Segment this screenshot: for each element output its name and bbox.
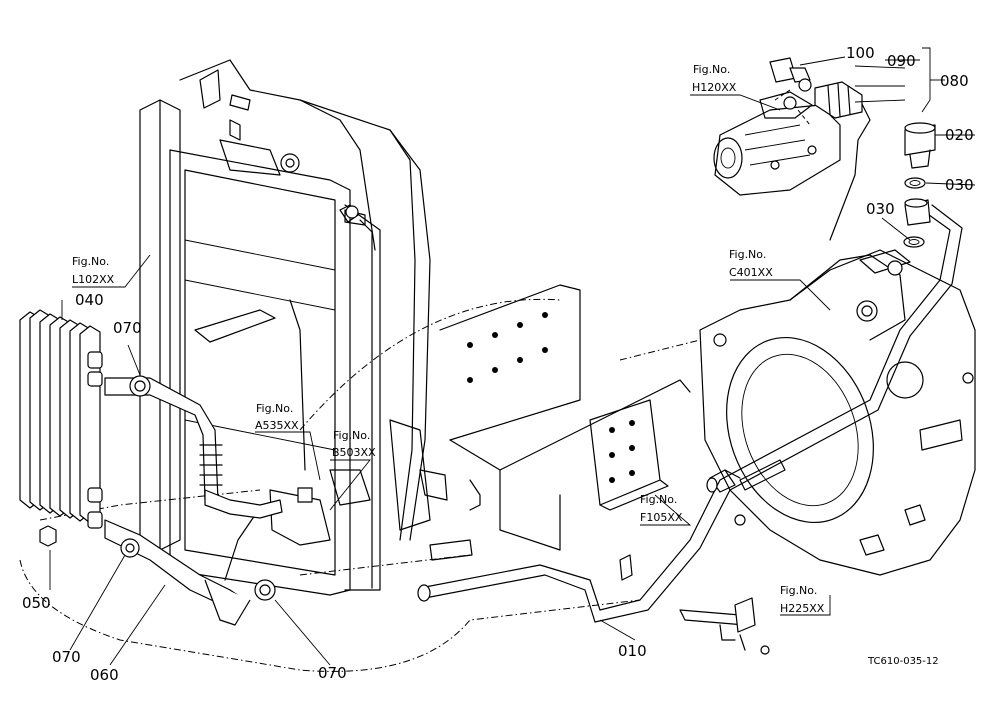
fig-ref-line: Fig.No.: [256, 402, 293, 415]
transmission-housing: [699, 249, 976, 576]
fig-ref-code: H225XX: [780, 602, 825, 615]
callout-label: 090: [887, 52, 916, 70]
fig-ref-code: H120XX: [692, 81, 737, 94]
pipe-clamp-bracket: [619, 554, 770, 655]
leader-lines: [49, 47, 976, 666]
fittings-020-030: [903, 122, 936, 248]
pipe-010: [417, 204, 963, 623]
fig-ref-code: B503XX: [332, 446, 376, 459]
fig-ref-code: C401XX: [729, 266, 773, 279]
fig-ref-line: Fig.No.: [729, 248, 766, 261]
callout-label: 020: [945, 126, 974, 144]
callout-label: 100: [846, 44, 875, 62]
oil-cooler: [19, 309, 103, 547]
hydraulic-pump: [713, 91, 841, 196]
hoses-and-clamps: [104, 375, 283, 626]
fittings-080-090-100: [769, 57, 871, 241]
fig-ref-code: L102XX: [72, 273, 115, 286]
callout-label: 070: [52, 648, 81, 666]
fig-ref-line: Fig.No.: [693, 63, 730, 76]
callout-label: 070: [113, 319, 142, 337]
fig-ref-line: Fig.No.: [640, 493, 677, 506]
callout-label: 010: [618, 642, 647, 660]
callout-label: 080: [940, 72, 969, 90]
frame-base: [429, 284, 691, 561]
callout-label: 070: [318, 664, 347, 682]
fig-ref-line: Fig.No.: [333, 429, 370, 442]
fig-ref-code: A535XX: [255, 419, 299, 432]
callout-label: 050: [22, 594, 51, 612]
fig-ref-line: Fig.No.: [780, 584, 817, 597]
callout-label: 030: [945, 176, 974, 194]
callout-label: 060: [90, 666, 119, 684]
drawing-code: TC610-035-12: [867, 656, 939, 667]
callout-label: 030: [866, 200, 895, 218]
fig-ref-line: Fig.No.: [72, 255, 109, 268]
callout-labels: 010 020 030 030 040 050 060 070 070 070 …: [22, 44, 974, 684]
callout-label: 040: [75, 291, 104, 309]
fig-ref-code: F105XX: [640, 511, 683, 524]
radiator-assembly: [139, 59, 448, 596]
figure-references: Fig.No. L102XX Fig.No. H120XX Fig.No. C4…: [72, 63, 825, 615]
